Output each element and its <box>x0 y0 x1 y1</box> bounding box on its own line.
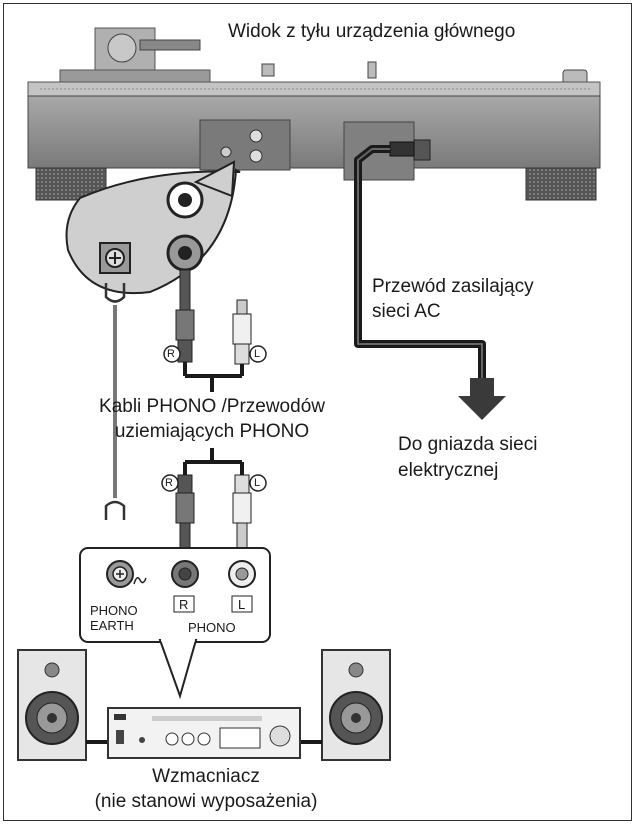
turntable-rear <box>27 27 601 201</box>
tonearm-counterweight <box>139 39 201 51</box>
amp-jack-l-center <box>235 567 249 581</box>
power-plug <box>389 141 415 157</box>
power-cable-highlight <box>357 148 483 378</box>
amp-l-box <box>231 595 253 613</box>
amp-r-box <box>173 595 195 613</box>
power-cable-label-line1: Przewód zasilający <box>372 276 534 297</box>
lower-plug-l-boot <box>234 474 250 494</box>
amp-volume-knob <box>269 725 291 747</box>
panel-jack-r-mini <box>249 149 263 163</box>
amp-knob-3 <box>197 732 211 746</box>
outlet-arrow-icon <box>458 378 506 420</box>
upper-plug-l-tip <box>236 299 248 315</box>
speakers-and-amplifier <box>17 649 391 761</box>
device-body <box>27 95 601 169</box>
lower-r-marker <box>161 474 179 492</box>
magnified-callout <box>65 160 241 294</box>
earth-spade-bottom <box>104 500 126 520</box>
power-inlet <box>413 139 431 161</box>
upper-plug-l-boot <box>234 343 250 365</box>
amplifier-label-line2: (nie stanowi wyposażenia) <box>94 791 318 812</box>
amp-knob-2 <box>181 732 195 746</box>
left-woofer-dust <box>47 713 57 723</box>
upper-l-letter: L <box>254 348 261 360</box>
phono-earth-label-line2: EARTH <box>90 618 134 633</box>
amp-indicator <box>139 737 145 743</box>
amplifier-label-line1: Wzmacniacz <box>152 766 260 787</box>
outlet-label-line1: Do gniazda sieci <box>398 434 538 455</box>
amplifier-panel <box>79 547 271 700</box>
rear-panel-jacks <box>199 119 291 171</box>
upper-l-marker <box>249 345 267 363</box>
top-knob <box>367 61 377 79</box>
upper-r-marker <box>163 345 181 363</box>
amp-r-letter: R <box>179 597 189 612</box>
lower-plug-r-tip <box>179 522 191 552</box>
upper-r-letter: R <box>167 348 175 360</box>
upper-plug-l-body <box>232 313 252 345</box>
earth-symbol-icon <box>133 577 147 585</box>
amp-panel-pointer <box>158 639 198 700</box>
lower-rca-plugs <box>161 448 267 552</box>
power-cable-label-line2: sieci AC <box>372 301 441 322</box>
amp-l-letter: L <box>238 597 246 612</box>
upper-rca-plugs <box>163 269 267 392</box>
panel-jack-l-mini <box>249 129 263 143</box>
upper-plug-r-tip <box>179 269 191 311</box>
lower-plug-l-tip <box>236 522 248 552</box>
amp-display-strip <box>152 716 262 721</box>
diagram-frame <box>3 3 632 821</box>
outlet-label-line2: elektrycznej <box>398 460 499 481</box>
phono-jack-r-center <box>178 246 192 260</box>
panel-earth-mini <box>220 146 232 158</box>
amp-display <box>219 727 261 749</box>
tonearm-pivot <box>107 33 137 63</box>
earth-wire <box>104 283 126 520</box>
lower-plug-r-body <box>175 492 195 524</box>
lower-plug-l-body <box>232 492 252 524</box>
phono-cables-label-line2: uziemiających PHONO <box>114 421 310 442</box>
right-woofer-dust <box>351 713 361 723</box>
amp-power-switch <box>116 730 124 744</box>
amp-knob-1 <box>165 732 179 746</box>
left-tweeter <box>44 662 60 678</box>
right-foot <box>525 167 597 201</box>
tonearm-base <box>59 69 211 83</box>
earth-spade-top <box>104 283 126 303</box>
rear-view-title: Widok z tyłu urządzenia głównego <box>228 21 516 42</box>
phono-earth-label-line1: PHONO <box>90 603 138 618</box>
phono-jack-l-center <box>178 193 192 207</box>
callout-pointer <box>193 160 236 198</box>
power-cable <box>354 141 506 420</box>
lower-l-letter: L <box>254 477 261 489</box>
lower-plug-r-boot <box>177 474 193 494</box>
phono-cables-label-line1: Kabli PHONO /Przewodów <box>99 396 325 417</box>
lower-l-marker <box>249 474 267 492</box>
right-tweeter <box>348 662 364 678</box>
amp-logo-mark <box>114 714 126 720</box>
amp-jack-r-center <box>178 567 192 581</box>
upper-plug-r-body <box>175 309 195 341</box>
lower-r-letter: R <box>165 477 173 489</box>
top-button <box>261 63 275 77</box>
phono-label: PHONO <box>188 620 236 635</box>
